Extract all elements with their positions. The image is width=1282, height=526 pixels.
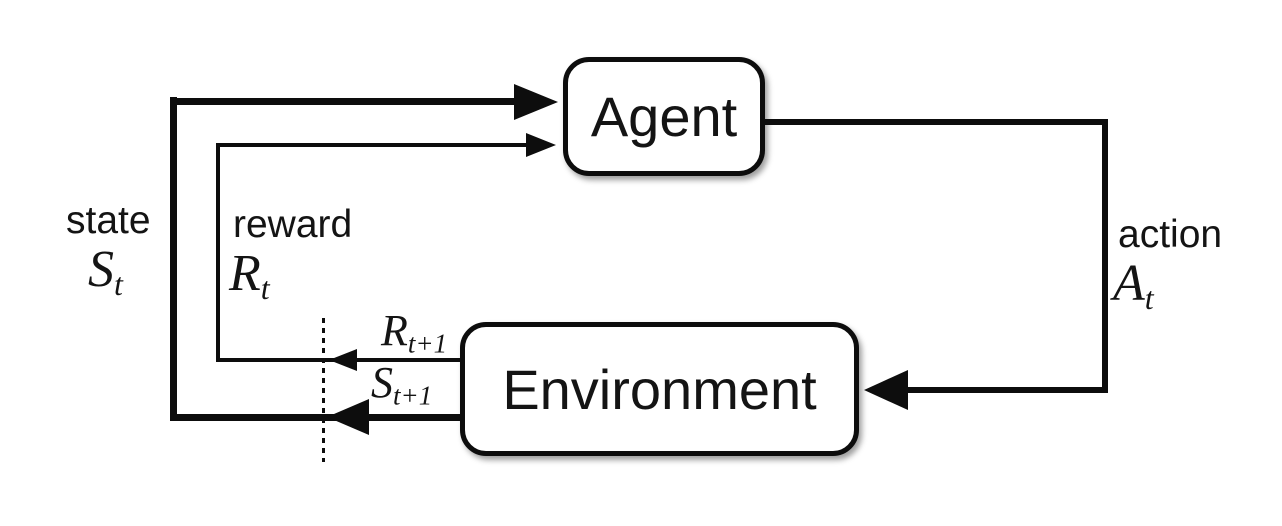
action-symbol-subscript: t: [1144, 279, 1154, 316]
state-line-to-agent: [170, 98, 518, 105]
action-word-label: action: [1118, 213, 1223, 256]
state-word-label: state: [66, 199, 151, 242]
environment-box: Environment: [460, 322, 859, 456]
next-state-symbol-subscript: t+1: [393, 380, 433, 411]
state-symbol: S: [88, 241, 114, 298]
next-state-line-from-environment: [170, 414, 462, 421]
reward-symbol-label: Rt: [229, 248, 270, 304]
reward-line-to-agent: [216, 143, 528, 147]
environment-label: Environment: [502, 357, 817, 421]
action-arrowhead-into-environment: [864, 370, 908, 410]
next-state-symbol: S: [371, 358, 393, 407]
reward-line-vertical: [216, 143, 220, 360]
action-symbol: A: [1113, 255, 1145, 312]
action-line-to-environment: [902, 387, 1108, 393]
next-state-symbol-label: St+1: [371, 361, 432, 410]
time-step-boundary-dashed-line: [322, 318, 325, 462]
action-line-from-agent: [762, 119, 1108, 125]
state-arrowhead-into-agent: [514, 84, 558, 120]
next-reward-symbol-subscript: t+1: [407, 328, 448, 359]
next-state-arrowhead: [327, 399, 369, 435]
state-line-vertical: [170, 97, 177, 421]
agent-box: Agent: [563, 57, 765, 176]
action-line-vertical: [1102, 119, 1108, 393]
state-symbol-subscript: t: [114, 265, 123, 302]
next-reward-symbol-label: Rt+1: [381, 309, 447, 358]
reward-symbol-subscript: t: [260, 269, 270, 306]
next-reward-arrowhead: [329, 349, 357, 371]
reward-symbol: R: [229, 245, 261, 302]
reward-word-label: reward: [233, 203, 353, 246]
reward-arrowhead-into-agent: [526, 133, 556, 157]
agent-label: Agent: [590, 85, 738, 148]
action-symbol-label: At: [1113, 258, 1154, 314]
state-symbol-label: St: [88, 244, 123, 300]
next-reward-symbol: R: [381, 306, 408, 355]
